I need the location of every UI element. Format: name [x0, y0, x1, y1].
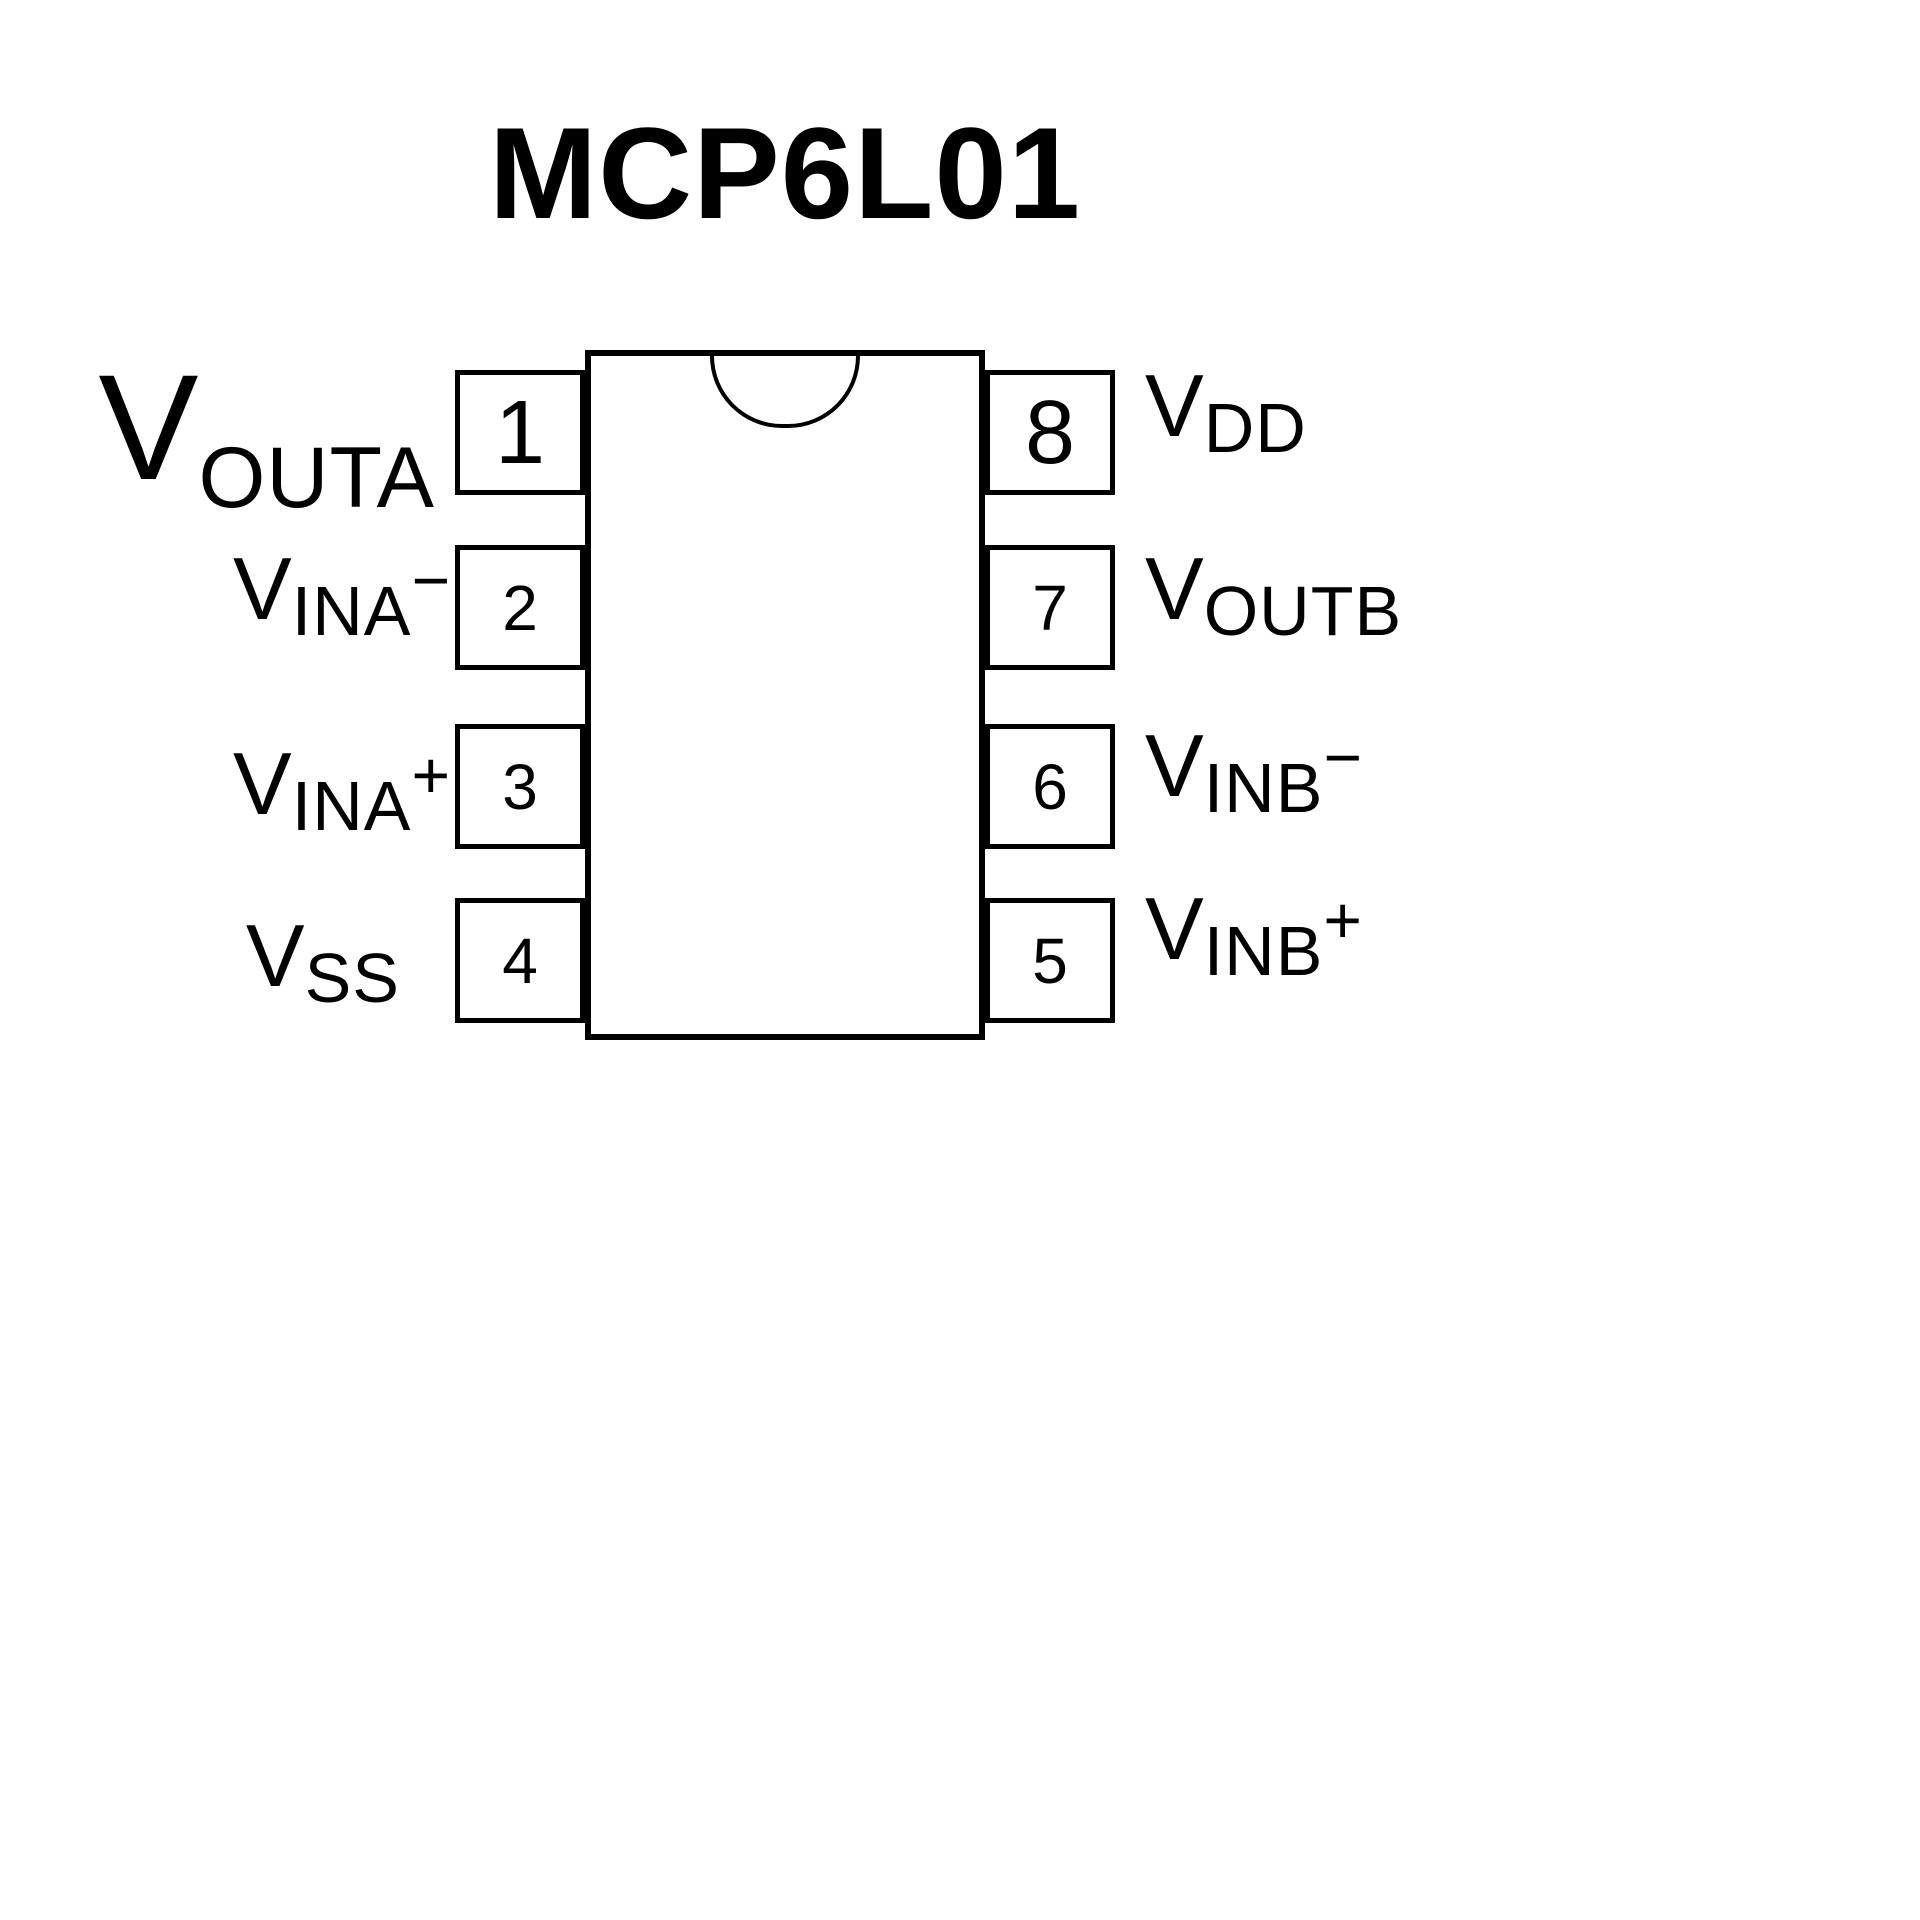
pin8-box: 8: [985, 370, 1115, 495]
pin1-label-sub: OUTA: [198, 430, 435, 526]
pin4-box: 4: [455, 898, 585, 1023]
pin6-number: 6: [1032, 750, 1068, 823]
pin3-label-suffix: +: [411, 738, 450, 812]
pin4-number: 4: [502, 924, 538, 997]
pin6-label-suffix: −: [1323, 720, 1362, 794]
pin5-label-vinb-plus: VINB+: [1145, 883, 1362, 987]
pin2-box: 2: [455, 545, 585, 670]
pin3-label-sub: INA: [291, 767, 412, 845]
pin8-label-vdd: VDD: [1145, 362, 1307, 464]
pin4-label-sub: SS: [304, 939, 400, 1017]
pin1-number: 1: [494, 382, 546, 483]
pin7-label-voutb: VOUTB: [1145, 545, 1402, 647]
pin1-box: 1: [455, 370, 585, 495]
pin7-label-sub: OUTB: [1203, 572, 1403, 650]
chip-body: [585, 350, 985, 1040]
pin3-label-vina-plus: VINA+: [233, 738, 450, 842]
pin4-label-v: V: [245, 906, 305, 1005]
pin2-label-sub: INA: [291, 572, 412, 650]
pin7-label-v: V: [1145, 539, 1204, 638]
pin5-label-sub: INB: [1203, 912, 1324, 990]
pin3-number: 3: [502, 750, 538, 823]
pin5-label-suffix: +: [1323, 883, 1362, 957]
pin6-label-v: V: [1145, 716, 1204, 815]
pin3-label-v: V: [233, 734, 292, 833]
pin8-label-v: V: [1145, 356, 1204, 455]
pin5-number: 5: [1032, 924, 1068, 997]
pin1-label-v: V: [98, 343, 199, 511]
pin8-number: 8: [1024, 382, 1076, 483]
pin6-label-sub: INB: [1203, 749, 1324, 827]
pin7-number: 7: [1032, 571, 1068, 644]
pin1-notch-icon: [710, 356, 860, 428]
pin2-label-suffix: −: [411, 543, 450, 617]
pin1-label-vouta: VOUTA: [98, 352, 435, 521]
pin8-label-sub: DD: [1203, 389, 1307, 467]
pin4-label-vss: VSS: [246, 912, 400, 1014]
pin5-box: 5: [985, 898, 1115, 1023]
pin7-box: 7: [985, 545, 1115, 670]
pin2-label-v: V: [233, 539, 292, 638]
pin5-label-v: V: [1145, 879, 1204, 978]
pin2-number: 2: [502, 571, 538, 644]
pin6-label-vinb-minus: VINB−: [1145, 720, 1362, 824]
pin6-box: 6: [985, 724, 1115, 849]
page-title: MCP6L01: [488, 100, 1082, 246]
pin3-box: 3: [455, 724, 585, 849]
pin2-label-vina-minus: VINA−: [233, 543, 450, 647]
